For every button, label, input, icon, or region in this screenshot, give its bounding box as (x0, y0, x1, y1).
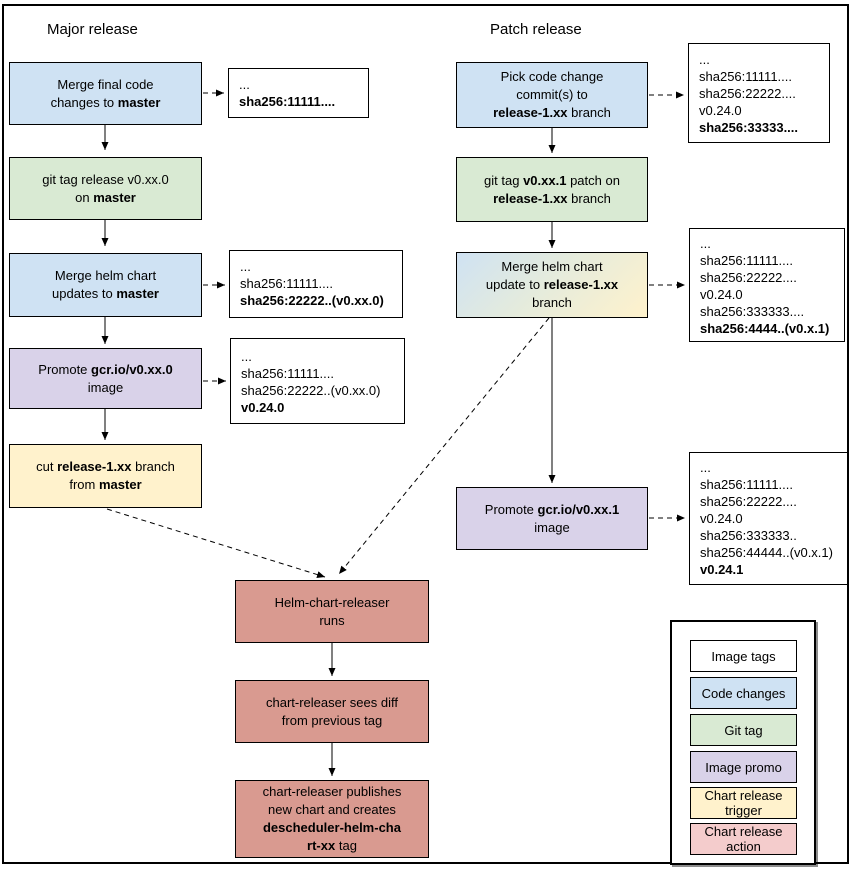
legend-item-chart-release-action: Chart release action (690, 823, 797, 855)
legend: Image tags Code changes Git tag Image pr… (670, 620, 816, 865)
node-helm-chart-releaser-runs: Helm-chart-releaser runs (235, 580, 429, 643)
image-tags-box-patch-1: ...sha256:11111....sha256:22222....v0.24… (688, 43, 830, 143)
node-merge-helm-chart-update-patch: Merge helm chart update to release-1.xx … (456, 252, 648, 318)
node-merge-helm-chart-updates: Merge helm chart updates to master (9, 253, 202, 317)
legend-item-code-changes: Code changes (690, 677, 797, 709)
image-tags-box-major-3: ...sha256:11111....sha256:22222..(v0.xx.… (230, 338, 405, 424)
legend-item-chart-release-trigger: Chart release trigger (690, 787, 797, 819)
image-tags-box-patch-3: ...sha256:11111....sha256:22222....v0.24… (689, 452, 848, 585)
major-release-title: Major release (47, 21, 138, 38)
legend-item-image-tags: Image tags (690, 640, 797, 672)
node-git-tag-release: git tag release v0.xx.0 on master (9, 157, 202, 220)
node-merge-final-code: Merge final code changes to master (9, 62, 202, 125)
legend-item-git-tag: Git tag (690, 714, 797, 746)
node-chart-releaser-sees-diff: chart-releaser sees diff from previous t… (235, 680, 429, 743)
node-promote-image-major: Promote gcr.io/v0.xx.0 image (9, 348, 202, 409)
image-tags-box-patch-2: ...sha256:11111....sha256:22222....v0.24… (689, 228, 845, 342)
node-cut-release-branch: cut release-1.xx branch from master (9, 444, 202, 508)
node-pick-code-change: Pick code change commit(s) to release-1.… (456, 62, 648, 128)
node-git-tag-patch: git tag v0.xx.1 patch on release-1.xx br… (456, 157, 648, 222)
node-chart-releaser-publishes: chart-releaser publishes new chart and c… (235, 780, 429, 858)
image-tags-box-major-1: ...sha256:11111.... (228, 68, 369, 118)
image-tags-box-major-2: ...sha256:11111....sha256:22222..(v0.xx.… (229, 250, 403, 318)
node-promote-image-patch: Promote gcr.io/v0.xx.1 image (456, 487, 648, 550)
patch-release-title: Patch release (490, 21, 582, 38)
legend-item-image-promo: Image promo (690, 751, 797, 783)
